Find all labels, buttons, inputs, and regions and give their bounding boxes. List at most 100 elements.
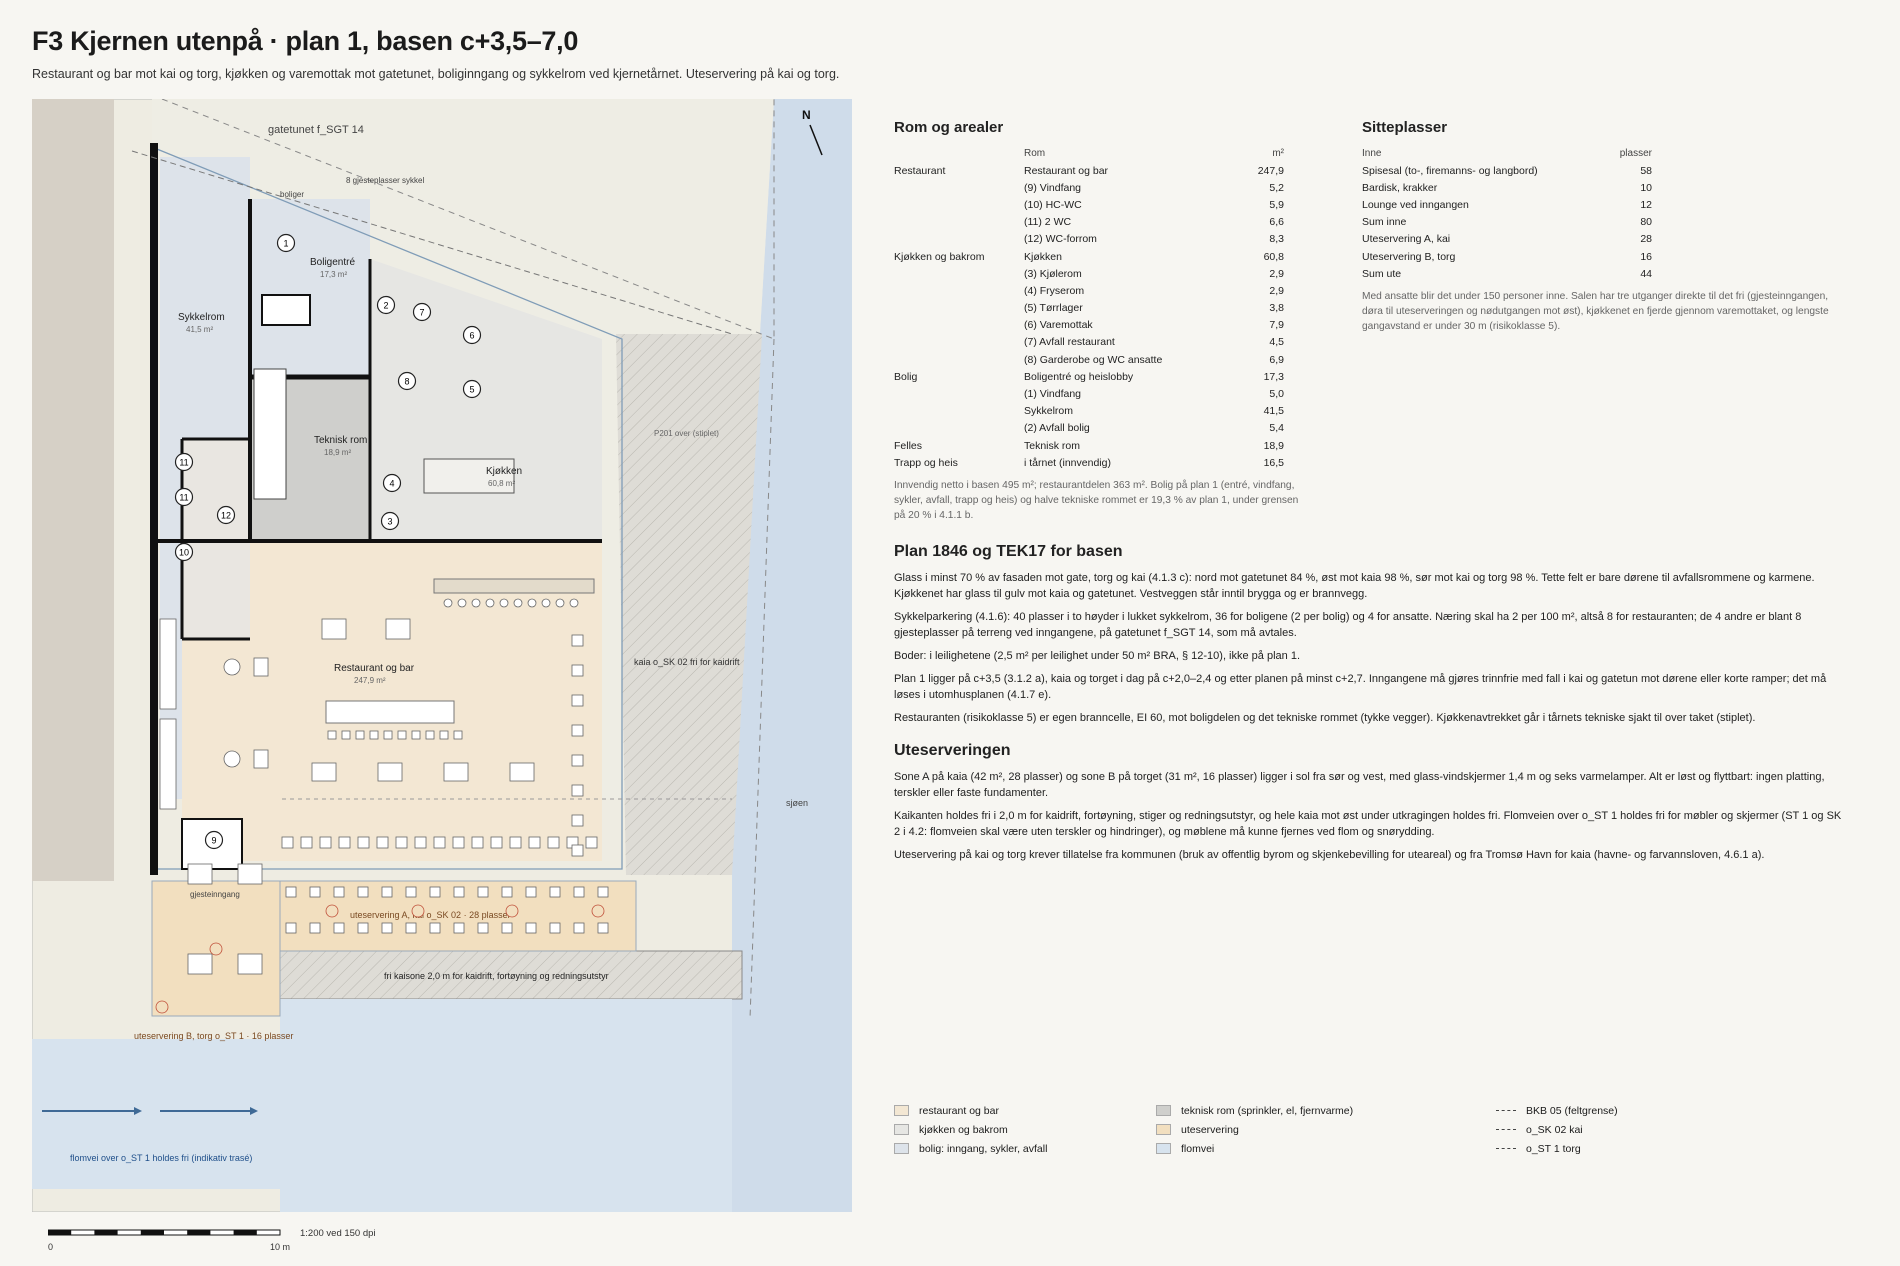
room-area: 7,9 bbox=[1269, 319, 1284, 332]
label-fri-kaisone: fri kaisone 2,0 m for kaidrift, fortøyni… bbox=[384, 971, 609, 981]
legend-item: teknisk rom (sprinkler, el, fjernvarme) bbox=[1156, 1101, 1353, 1120]
rooms-note: Innvendig netto i basen 495 m²; restaura… bbox=[894, 480, 1299, 522]
furniture-item bbox=[547, 836, 560, 849]
furniture-item bbox=[309, 886, 321, 898]
seat-value: 10 bbox=[1640, 181, 1652, 194]
ute-p2: Kaikanten holdes fri i 2,0 m for kaidrif… bbox=[894, 810, 1842, 838]
furniture-item bbox=[357, 886, 369, 898]
furniture-item bbox=[485, 598, 495, 608]
room-number-marker bbox=[382, 473, 402, 493]
col-seats: plasser bbox=[1619, 148, 1652, 159]
scale-segment bbox=[48, 1230, 72, 1235]
plan1846-section: Plan 1846 og TEK17 for basen Glass i min… bbox=[894, 543, 1844, 870]
room-number-marker bbox=[376, 295, 396, 315]
sea-area bbox=[732, 99, 852, 1212]
legend-swatch bbox=[1156, 1143, 1171, 1154]
seat-label: Spisesal (to-, firemanns- og langbord) bbox=[1362, 164, 1538, 177]
furniture-item bbox=[377, 762, 403, 782]
canopy-line bbox=[131, 150, 733, 335]
legend-item: flomvei bbox=[1156, 1139, 1353, 1158]
label-gjesteinngang: gjesteinngang bbox=[190, 890, 240, 899]
furniture-item bbox=[453, 922, 465, 934]
plan1846-p2: Sykkelparkering (4.1.6): 40 plasser i to… bbox=[894, 611, 1802, 639]
furniture-item bbox=[513, 598, 523, 608]
room-number-marker bbox=[462, 325, 482, 345]
room-area: 16,5 bbox=[1263, 456, 1284, 469]
room-area: 247,9 bbox=[1257, 164, 1284, 177]
furniture-item bbox=[425, 730, 435, 740]
room-number-marker bbox=[397, 371, 417, 391]
room-group bbox=[894, 386, 1024, 403]
floor-plan: gatetunet f_SGT 14 8 gjesteplasser sykke… bbox=[32, 99, 852, 1212]
furniture-item bbox=[525, 922, 537, 934]
room-room: (9) Vindfang bbox=[1024, 181, 1082, 194]
room-area: 4,5 bbox=[1269, 336, 1284, 349]
room-room: (7) Avfall restaurant bbox=[1024, 336, 1115, 349]
legend-item: kjøkken og bakrom bbox=[894, 1120, 1047, 1139]
room-group bbox=[894, 301, 1024, 318]
seats-title: Sitteplasser bbox=[1362, 119, 1448, 136]
room-number-label: 6 bbox=[469, 331, 474, 341]
plan1846-p4: Plan 1 ligger på c+3,5 (3.1.2 a), kaia o… bbox=[894, 673, 1827, 701]
furniture-item bbox=[333, 922, 345, 934]
legend-col-3: BKB 05 (feltgrense) o_SK 02 kai o_ST 1 t… bbox=[1496, 1101, 1618, 1158]
furniture-item bbox=[439, 730, 449, 740]
room-room: (3) Kjølerom bbox=[1024, 267, 1082, 280]
furniture-item bbox=[311, 762, 337, 782]
room-area: 5,2 bbox=[1269, 181, 1284, 194]
torg-water-area bbox=[280, 999, 732, 1212]
room-area: 2,9 bbox=[1269, 284, 1284, 297]
page-subtitle: Restaurant og bar mot kai og torg, kjøkk… bbox=[32, 67, 840, 81]
col-room: Rom bbox=[1024, 148, 1046, 159]
room-number-marker bbox=[462, 379, 482, 399]
room-row: (9) Vindfang 5,2 bbox=[894, 180, 1284, 197]
furniture-item bbox=[443, 762, 469, 782]
room-room: (12) WC-forrom bbox=[1024, 233, 1097, 246]
furniture-item bbox=[411, 730, 421, 740]
furniture-item bbox=[555, 598, 565, 608]
furniture-item bbox=[381, 922, 393, 934]
furniture-item bbox=[338, 836, 351, 849]
room-number-marker bbox=[380, 511, 400, 531]
furniture-item bbox=[285, 886, 297, 898]
label-restaurant-area: 247,9 m² bbox=[354, 676, 386, 685]
furniture-item bbox=[471, 836, 484, 849]
furniture-item bbox=[571, 694, 584, 707]
furniture-item bbox=[357, 922, 369, 934]
furniture-item bbox=[383, 730, 393, 740]
stair bbox=[253, 368, 287, 500]
room-area: 3,8 bbox=[1269, 302, 1284, 315]
furniture-item bbox=[281, 836, 294, 849]
room-room: Sykkelrom bbox=[1024, 405, 1074, 418]
furniture-item bbox=[414, 836, 427, 849]
room-area: 5,4 bbox=[1269, 422, 1284, 435]
room-room: Restaurant og bar bbox=[1024, 164, 1109, 177]
room-number-label: 12 bbox=[221, 511, 231, 521]
label-teknisk-area: 18,9 m² bbox=[324, 448, 351, 457]
furniture-item bbox=[325, 904, 339, 918]
legend-item: restaurant og bar bbox=[894, 1101, 1047, 1120]
legend-col-1: restaurant og bar kjøkken og bakrom boli… bbox=[894, 1101, 1047, 1158]
furniture-item bbox=[223, 658, 241, 676]
room-number-label: 4 bbox=[389, 479, 394, 489]
label-teknisk: Teknisk rom bbox=[314, 435, 367, 446]
room-number-label: 10 bbox=[179, 548, 189, 558]
room-area: 5,9 bbox=[1269, 198, 1284, 211]
label-restaurant: Restaurant og bar bbox=[334, 663, 415, 674]
room-room: (11) 2 WC bbox=[1024, 216, 1072, 229]
legend-swatch bbox=[894, 1143, 909, 1154]
furniture-item bbox=[397, 730, 407, 740]
room-number-label: 11 bbox=[179, 458, 188, 468]
room-number-marker bbox=[174, 487, 194, 507]
room-group: Felles bbox=[894, 439, 923, 452]
seat-value: 12 bbox=[1640, 198, 1652, 211]
